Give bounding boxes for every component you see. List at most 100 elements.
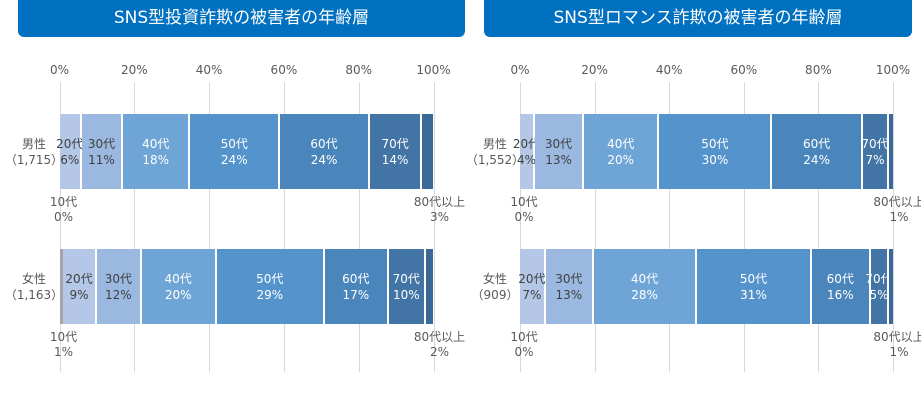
gridline <box>59 82 61 372</box>
row-label-count: （909） <box>471 287 519 302</box>
value-label: 12% <box>104 287 132 302</box>
category-label: 50代 <box>220 136 248 151</box>
value-label: 13% <box>555 287 583 302</box>
gridline <box>594 82 596 372</box>
gridline <box>209 82 211 372</box>
category-label: 80代以上 <box>413 195 466 209</box>
value-label: 2% <box>429 345 450 359</box>
value-label: 20% <box>607 152 635 167</box>
category-label: 10代 <box>510 330 538 344</box>
investment-fraud-chart: SNS型投資詐欺の被害者の年齢層 0%20%40%60%80%100%男性（1,… <box>0 0 465 400</box>
x-tick-label: 0% <box>49 63 70 77</box>
category-label: 30代 <box>104 271 132 286</box>
bar-segment <box>422 114 434 189</box>
gridline <box>433 82 435 372</box>
x-tick-label: 0% <box>510 63 530 77</box>
category-label: 20代 <box>518 271 546 286</box>
category-label: 70代 <box>865 271 893 286</box>
gridline <box>669 82 671 372</box>
x-tick-label: 100% <box>416 63 451 77</box>
bar-segment <box>889 114 893 189</box>
row-label: 女性（909） <box>465 271 525 303</box>
value-label: 16% <box>826 287 854 302</box>
value-label: 24% <box>803 152 830 167</box>
value-label: 28% <box>631 287 658 302</box>
category-label: 80代以上 <box>413 330 466 344</box>
row-label-count: （1,163） <box>4 287 64 302</box>
value-label: 24% <box>310 152 338 167</box>
bar-segment <box>889 249 893 324</box>
category-label: 10代 <box>49 195 78 209</box>
row-label-gender: 女性 <box>21 271 46 286</box>
value-label: 7% <box>865 152 885 167</box>
category-label: 80代以上 <box>873 330 921 344</box>
row-label-gender: 女性 <box>482 271 507 286</box>
value-label: 1% <box>889 210 909 224</box>
category-label: 40代 <box>607 136 635 151</box>
value-label: 0% <box>53 210 74 224</box>
bar-segment <box>426 249 434 324</box>
x-tick-label: 100% <box>875 63 911 77</box>
category-label: 70代 <box>381 136 409 151</box>
x-tick-label: 40% <box>655 63 683 77</box>
value-label: 31% <box>740 287 767 302</box>
gridline <box>520 82 521 372</box>
value-label: 30% <box>701 152 729 167</box>
x-tick-label: 20% <box>120 63 148 77</box>
value-label: 6% <box>60 152 80 167</box>
row-label: 男性（1,552） <box>465 136 525 168</box>
chart-title: SNS型投資詐欺の被害者の年齢層 <box>18 0 465 37</box>
x-tick-label: 20% <box>581 63 608 77</box>
value-label: 9% <box>69 287 89 302</box>
value-label: 5% <box>869 287 889 302</box>
value-label: 29% <box>256 287 284 302</box>
value-label: 1% <box>53 345 74 359</box>
category-label: 10代 <box>510 195 538 209</box>
value-label: 1% <box>889 345 909 359</box>
value-label: 13% <box>545 152 572 167</box>
chart-title: SNS型ロマンス詐欺の被害者の年齢層 <box>484 0 912 37</box>
row-label-count: （1,715） <box>4 152 64 167</box>
value-label: 3% <box>429 210 450 224</box>
row-label: 女性（1,163） <box>4 271 64 303</box>
category-label: 80代以上 <box>873 195 921 209</box>
category-label: 50代 <box>256 271 284 286</box>
row-label-count: （1,552） <box>465 152 525 167</box>
gridline <box>358 82 360 372</box>
value-label: 0% <box>514 210 534 224</box>
category-label: 30代 <box>555 271 583 286</box>
category-label: 20代 <box>512 136 541 151</box>
category-label: 60代 <box>802 136 831 151</box>
row-label-gender: 男性 <box>482 136 507 151</box>
bar-segment <box>59 249 64 324</box>
row-label-gender: 男性 <box>21 136 46 151</box>
category-label: 50代 <box>739 271 768 286</box>
category-label: 70代 <box>392 271 420 286</box>
x-tick-label: 60% <box>730 63 758 77</box>
row-label: 男性（1,715） <box>4 136 64 168</box>
romance-fraud-chart: SNS型ロマンス詐欺の被害者の年齢層 0%20%40%60%80%100%男性（… <box>461 0 921 400</box>
category-label: 70代 <box>861 136 889 151</box>
category-label: 60代 <box>342 271 370 286</box>
